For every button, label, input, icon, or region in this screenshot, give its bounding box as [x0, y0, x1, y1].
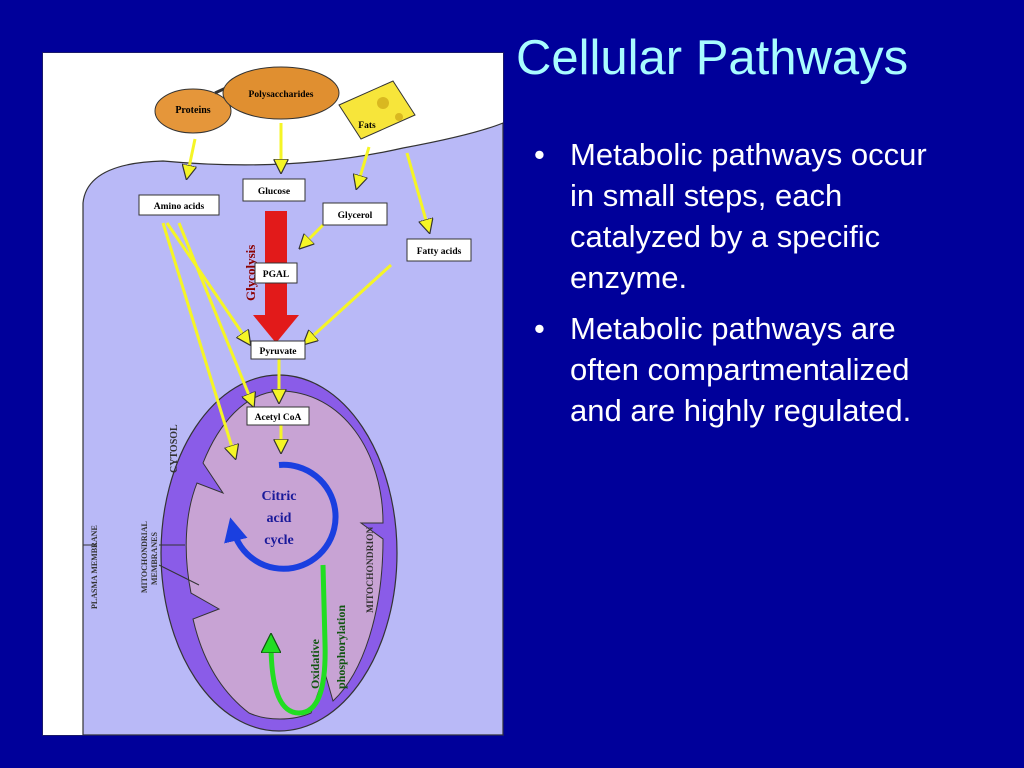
- proteins-label: Proteins: [175, 105, 210, 116]
- pathway-arrows: [161, 123, 429, 457]
- polysaccharides-label: Polysaccharides: [249, 90, 314, 100]
- fatty-acids-label: Fatty acids: [417, 247, 462, 257]
- pointer-lines: [83, 544, 200, 586]
- plasma-membrane-label: PLASMA MEMBRANE: [90, 525, 99, 609]
- bullet-text: Metabolic pathways occur in small steps,…: [570, 137, 927, 295]
- mitochondrion-matrix: [185, 390, 384, 720]
- fats-label: Fats: [358, 121, 376, 131]
- bullet-list: • Metabolic pathways occur in small steps…: [532, 134, 952, 441]
- pyruvate-box: Pyruvate: [250, 340, 306, 360]
- amino-acids-box: Amino acids: [138, 194, 220, 216]
- glycerol-label: Glycerol: [338, 211, 373, 221]
- citric-label-2: acid: [267, 511, 292, 526]
- mito-membranes-label-1: MITOCHONDRIAL: [140, 521, 149, 593]
- bullet-dot: •: [534, 311, 545, 346]
- diagram-canvas: Proteins Polysaccharides Fats Glycolysis…: [82, 66, 503, 735]
- bullet-item: • Metabolic pathways occur in small steps…: [532, 134, 952, 298]
- glycerol-box: Glycerol: [322, 202, 388, 226]
- oxphos-label-2: phosphorylation: [334, 605, 348, 689]
- bullet-item: • Metabolic pathways are often compartmen…: [532, 308, 952, 431]
- bullet-dot: •: [534, 137, 545, 172]
- glycolysis-label: Glycolysis: [243, 245, 258, 301]
- bullet-text: Metabolic pathways are often compartment…: [570, 311, 912, 428]
- slide-title: Cellular Pathways: [516, 31, 909, 85]
- fatty-acids-box: Fatty acids: [406, 238, 472, 262]
- metabolic-diagram: Proteins Polysaccharides Fats Glycolysis…: [42, 52, 504, 736]
- glucose-label: Glucose: [258, 187, 290, 197]
- citric-label-3: cycle: [264, 533, 294, 548]
- mito-membranes-label-2: MEMBRANES: [150, 532, 159, 585]
- pgal-label: PGAL: [263, 270, 289, 280]
- pgal-box: PGAL: [254, 262, 298, 284]
- oxphos-label-1: Oxidative: [308, 638, 322, 689]
- mitochondrion-label: MITOCHONDRION: [366, 526, 376, 613]
- acetyl-coa-label: Acetyl CoA: [255, 413, 302, 423]
- glucose-box: Glucose: [242, 178, 306, 202]
- oxidative-phosphorylation: Oxidative phosphorylation: [271, 564, 348, 716]
- amino-acids-label: Amino acids: [154, 202, 205, 212]
- fats-food: Fats: [338, 80, 416, 140]
- polysaccharides-food: Polysaccharides: [222, 66, 340, 120]
- acetyl-coa-box: Acetyl CoA: [246, 406, 310, 426]
- citric-acid-cycle: Citric acid cycle: [224, 461, 339, 572]
- pyruvate-label: Pyruvate: [260, 347, 297, 357]
- cytosol-label: CYTOSOL: [169, 424, 180, 473]
- citric-label-1: Citric: [262, 489, 297, 504]
